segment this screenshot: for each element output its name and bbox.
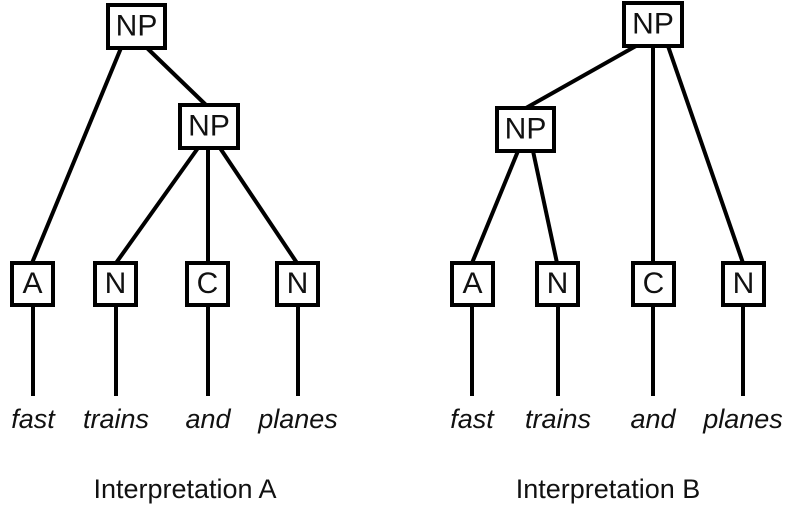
- leaf-word-a-leaf-fast: fast: [11, 404, 56, 434]
- tree-node-a-pos-a[interactable]: A: [10, 261, 55, 307]
- tree-node-b-pos-n2[interactable]: N: [721, 261, 766, 307]
- node-box-a-root-np: [106, 3, 167, 50]
- leaf-word-b-leaf-fast: fast: [450, 404, 495, 434]
- tree-branch-a-root-to-a: [30, 47, 123, 264]
- tree-node-a-pos-c[interactable]: C: [185, 261, 230, 307]
- node-box-b-pos-n1: [535, 261, 580, 307]
- leaf-word-b-leaf-trains: trains: [525, 404, 591, 434]
- tree-caption-a: Interpretation A: [93, 474, 276, 504]
- tree-node-a-pos-n2[interactable]: N: [275, 261, 320, 307]
- tree-node-b-pos-c[interactable]: C: [631, 261, 676, 307]
- tree-branch-a-inner-to-n1: [114, 146, 200, 265]
- tree-node-b-pos-a[interactable]: A: [450, 261, 495, 307]
- node-label-a-pos-c: C: [197, 267, 219, 300]
- tree-branch-a-root-to-inner: [145, 46, 208, 107]
- tree-branch-b-root-to-inner: [525, 44, 637, 110]
- tree-node-a-pos-n1[interactable]: N: [93, 261, 138, 307]
- tree-branch-b-inner-to-n1: [531, 150, 559, 264]
- node-box-a-pos-n2: [275, 261, 320, 307]
- node-box-b-root-np: [622, 1, 684, 48]
- tree-node-a-root-np[interactable]: NP: [106, 3, 167, 50]
- node-label-b-pos-a: A: [462, 267, 482, 300]
- node-label-a-pos-n1: N: [105, 267, 127, 300]
- tree-node-b-root-np[interactable]: NP: [622, 1, 684, 48]
- tree-node-b-inner-np[interactable]: NP: [495, 106, 556, 153]
- leaf-word-a-leaf-planes: planes: [257, 404, 338, 434]
- node-box-b-pos-c: [631, 261, 676, 307]
- tree-branch-a-inner-to-n2: [218, 146, 299, 265]
- leaf-word-a-leaf-and: and: [185, 404, 231, 434]
- node-label-b-pos-n2: N: [733, 267, 755, 300]
- node-label-b-root-np: NP: [632, 7, 674, 40]
- node-label-a-inner-np: NP: [188, 109, 230, 142]
- node-box-b-inner-np: [495, 106, 556, 153]
- node-box-a-pos-n1: [93, 261, 138, 307]
- node-box-a-pos-c: [185, 261, 230, 307]
- leaf-word-b-leaf-planes: planes: [702, 404, 783, 434]
- node-box-b-pos-n2: [721, 261, 766, 307]
- node-label-b-pos-c: C: [643, 267, 665, 300]
- node-box-b-pos-a: [450, 261, 495, 307]
- node-box-a-pos-a: [10, 261, 55, 307]
- tree-branch-b-inner-to-a: [470, 150, 520, 264]
- leaf-word-b-leaf-and: and: [630, 404, 676, 434]
- tree-branch-b-root-to-n2: [666, 45, 745, 264]
- leaf-word-a-leaf-trains: trains: [83, 404, 149, 434]
- node-label-a-pos-n2: N: [287, 267, 309, 300]
- node-label-a-root-np: NP: [116, 9, 158, 42]
- node-label-b-inner-np: NP: [505, 112, 547, 145]
- tree-node-b-pos-n1[interactable]: N: [535, 261, 580, 307]
- tree-node-a-inner-np[interactable]: NP: [178, 103, 240, 150]
- node-box-a-inner-np: [178, 103, 240, 150]
- node-label-a-pos-a: A: [22, 267, 42, 300]
- tree-caption-b: Interpretation B: [516, 474, 701, 504]
- node-label-b-pos-n1: N: [547, 267, 569, 300]
